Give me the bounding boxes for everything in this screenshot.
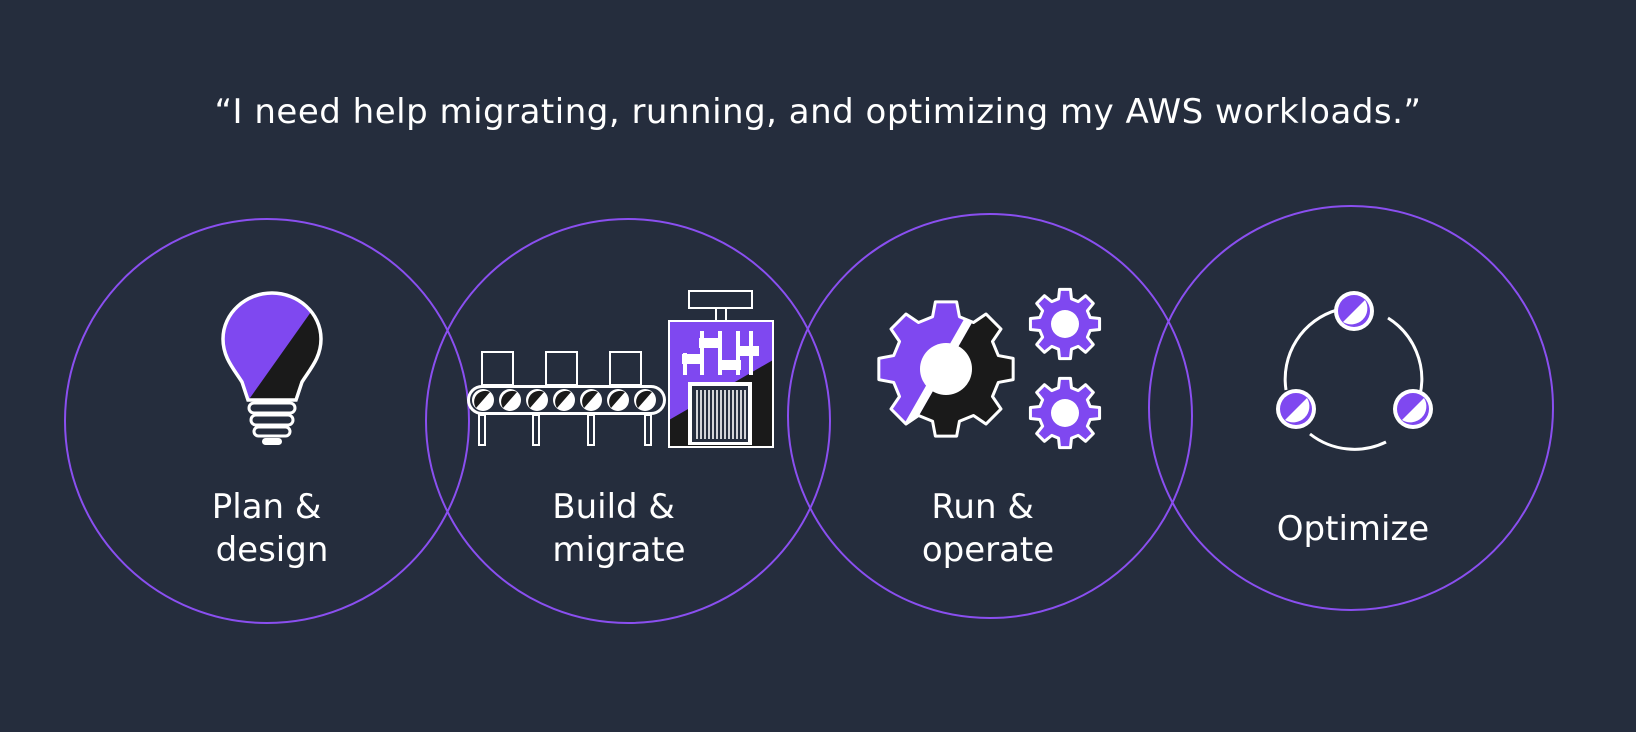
small-gear-top [1028, 287, 1102, 361]
cycle-nodes-icon [1276, 291, 1433, 451]
conveyor-rollers [472, 389, 656, 411]
lightbulb-icon [221, 291, 323, 445]
stage-label-run: Run & operate [922, 487, 1054, 570]
gears-icon [877, 287, 1102, 450]
cycle-node-top [1334, 291, 1374, 331]
headline-quote: “I need help migrating, running, and opt… [214, 92, 1422, 132]
cycle-node-right [1393, 389, 1433, 429]
cycle-node-left [1276, 389, 1316, 429]
large-gear-hub [920, 343, 972, 395]
stage-label-optimize: Optimize [1277, 509, 1429, 549]
stage-ring-build [425, 218, 831, 624]
stage-label-build: Build & migrate [552, 487, 685, 570]
stage-label-plan: Plan & design [212, 487, 332, 570]
stage-ring-plan [64, 218, 470, 624]
stage-ring-run [787, 213, 1193, 619]
stage-ring-optimize [1148, 205, 1554, 611]
large-gear [877, 300, 1015, 438]
small-gear-bottom [1028, 376, 1102, 450]
conveyor-factory-icon [467, 290, 774, 448]
control-sliders [682, 331, 759, 375]
